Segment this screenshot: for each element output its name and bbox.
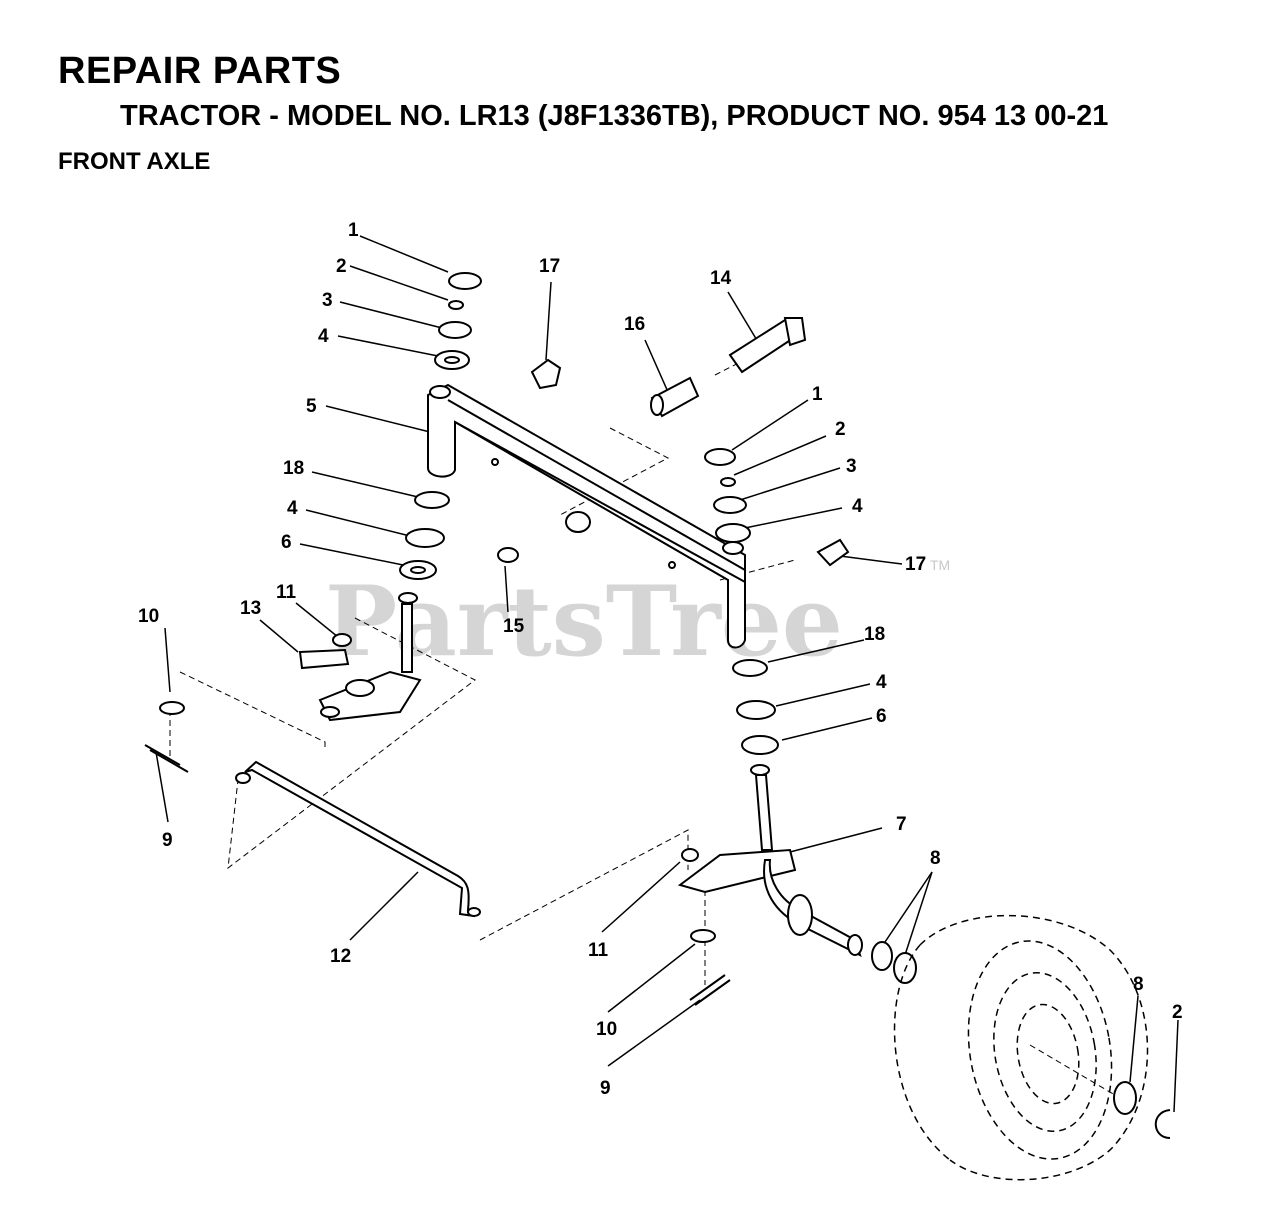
bearing-4-right-lower — [736, 700, 776, 720]
callout-9: 9 — [162, 830, 173, 851]
callout-8: 8 — [1133, 974, 1144, 995]
washer-8a — [871, 941, 893, 971]
alignment-lines — [169, 351, 1116, 1096]
callout-18: 18 — [283, 458, 304, 479]
callout-10: 10 — [138, 606, 159, 627]
callout-2: 2 — [835, 419, 846, 440]
washer-3-right — [713, 496, 747, 514]
callout-17: 17 — [905, 554, 926, 575]
washer-18-right — [732, 659, 768, 677]
section-title: FRONT AXLE — [58, 148, 211, 175]
pin-2-right — [720, 477, 736, 487]
callout-2: 2 — [1172, 1002, 1183, 1023]
callout-13: 13 — [240, 598, 261, 619]
nut-11-right — [681, 848, 699, 862]
cap-1-left — [448, 272, 482, 290]
cotter-9-left — [144, 744, 181, 766]
callout-17: 17 — [539, 256, 560, 277]
callout-14: 14 — [710, 268, 732, 289]
callout-10: 10 — [596, 1019, 617, 1040]
callout-2: 2 — [336, 256, 347, 277]
callout-4: 4 — [287, 498, 298, 519]
washer-10-left — [159, 701, 185, 715]
front-wheel — [893, 914, 1149, 1181]
nut-11-left — [332, 633, 352, 647]
callout-1: 1 — [812, 384, 823, 405]
callout-8: 8 — [930, 848, 941, 869]
bearing-4-left-lower — [405, 528, 445, 548]
nut-15 — [497, 547, 519, 563]
tie-rod — [235, 760, 481, 918]
pin-2-left — [448, 300, 464, 310]
right-spindle — [677, 774, 1171, 1139]
bearing-4-right — [715, 523, 751, 543]
bolt-13 — [298, 648, 350, 670]
bushing-6-right — [741, 735, 779, 755]
washer-10-right — [690, 929, 716, 943]
callout-6: 6 — [281, 532, 292, 553]
callout-5: 5 — [306, 396, 317, 417]
callout-3: 3 — [322, 290, 333, 311]
callout-4: 4 — [876, 672, 887, 693]
cotter-9-right — [689, 974, 726, 1001]
callout-16: 16 — [624, 314, 645, 335]
callout-labels: 1 2 3 4 5 18 4 6 17 16 14 1 2 3 4 17 15 … — [138, 220, 1183, 1099]
left-hardware — [144, 272, 482, 773]
callout-4: 4 — [318, 326, 329, 347]
pin-2-wheel — [1154, 1109, 1171, 1139]
callout-12: 12 — [330, 946, 351, 967]
callout-9: 9 — [600, 1078, 611, 1099]
washer-3-left — [438, 321, 472, 339]
callout-11: 11 — [588, 940, 609, 961]
washer-18-left — [414, 491, 450, 509]
leader-lines — [155, 235, 1179, 1113]
page-title: REPAIR PARTS — [58, 50, 342, 92]
callout-6: 6 — [876, 706, 887, 727]
callout-18: 18 — [864, 624, 885, 645]
callout-4: 4 — [852, 496, 863, 517]
watermark-tm: TM — [930, 557, 950, 573]
axle-beam — [427, 383, 746, 649]
callout-15: 15 — [503, 616, 525, 637]
washer-8c — [1113, 1081, 1137, 1115]
left-spindle — [298, 603, 422, 722]
right-hardware — [681, 448, 779, 1006]
fitting-17-left — [530, 358, 562, 390]
fitting-17-right — [816, 538, 850, 567]
cap-1-right — [704, 448, 736, 466]
model-subtitle: TRACTOR - MODEL NO. LR13 (J8F1336TB), PR… — [120, 100, 1109, 132]
callout-1: 1 — [348, 220, 359, 241]
callout-11: 11 — [276, 582, 297, 603]
washer-8b — [893, 952, 917, 984]
center-hardware — [497, 317, 850, 567]
callout-7: 7 — [896, 814, 907, 835]
callout-3: 3 — [846, 456, 857, 477]
